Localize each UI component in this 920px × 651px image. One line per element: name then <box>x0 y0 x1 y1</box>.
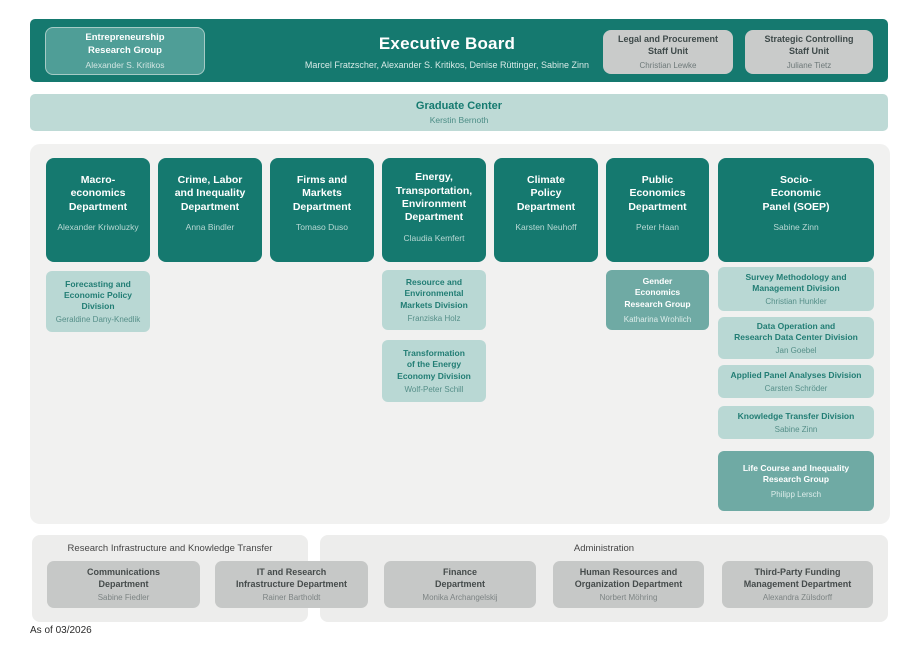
executive-board-title: Executive Board <box>378 34 516 53</box>
box-knowledge-transfer-division: Knowledge Transfer Division Sabine Zinn <box>718 406 874 439</box>
box-lead-name: Alexandra Zülsdorff <box>762 592 833 602</box>
box-socio-economic-panel-soep: Socio- Economic Panel (SOEP) Sabine Zinn <box>718 158 874 262</box>
box-lead-name: Norbert Möhring <box>599 592 658 602</box>
box-lead-name: Anna Bindler <box>185 222 235 233</box>
box-title: Applied Panel Analyses Division <box>730 369 862 380</box>
box-title: Finance Department <box>434 567 485 589</box>
box-title: Energy, Transportation, Environment Depa… <box>395 171 473 224</box>
box-title: Socio- Economic Panel (SOEP) <box>762 173 830 213</box>
box-lead-name: Philipp Lersch <box>770 490 822 500</box>
box-title: Life Course and Inequality Research Grou… <box>742 462 850 484</box>
box-lead-name: Jan Goebel <box>775 346 817 356</box>
box-title: Gender Economics Research Group <box>624 276 691 309</box>
box-transformation-energy-economy-division: Transformation of the Energy Economy Div… <box>382 340 486 402</box>
box-title: Knowledge Transfer Division <box>737 410 855 421</box>
box-life-course-inequality-research-group: Life Course and Inequality Research Grou… <box>718 451 874 511</box>
box-lead-name: Rainer Bartholdt <box>262 592 321 602</box>
box-lead-name: Karsten Neuhoff <box>515 222 577 233</box>
box-lead-name: Monika Archangelskij <box>422 592 498 602</box>
box-applied-panel-analyses-division: Applied Panel Analyses Division Carsten … <box>718 365 874 398</box>
box-forecasting-economic-policy-division: Forecasting and Economic Policy Division… <box>46 271 150 332</box>
box-lead-name: Franziska Holz <box>407 313 461 323</box>
box-lead-name: Wolf-Peter Schill <box>404 384 464 394</box>
box-entrepreneurship-research-group: Entrepreneurship Research Group Alexande… <box>45 27 205 75</box>
box-lead-name: Alexander S. Kritikos <box>85 59 165 70</box>
box-title: Communications Department <box>86 567 160 589</box>
box-data-operation-research-data-center-division: Data Operation and Research Data Center … <box>718 317 874 359</box>
box-lead-name: Geraldine Dany-Knedlik <box>55 315 141 325</box>
box-title: Data Operation and Research Data Center … <box>734 320 858 342</box>
box-lead-name: Tomaso Duso <box>296 222 348 233</box>
administration-header: Administration <box>573 543 635 554</box>
box-title: Macro- economics Department <box>68 173 128 213</box>
box-title: Legal and Procurement Staff Unit <box>617 34 719 56</box>
box-third-party-funding-management-department: Third-Party Funding Management Departmen… <box>722 561 873 608</box>
box-energy-transportation-environment-department: Energy, Transportation, Environment Depa… <box>382 158 486 262</box>
box-lead-name: Kerstin Bernoth <box>429 115 489 125</box>
box-title: Forecasting and Economic Policy Division <box>63 278 133 312</box>
box-title: Crime, Labor and Inequality Department <box>174 173 246 213</box>
box-title: Strategic Controlling Staff Unit <box>764 34 854 56</box>
box-resource-environmental-markets-division: Resource and Environmental Markets Divis… <box>382 270 486 330</box>
box-title: Firms and Markets Department <box>292 173 352 213</box>
box-graduate-center: Graduate Center Kerstin Bernoth <box>30 94 888 131</box>
box-title: Resource and Environmental Markets Divis… <box>400 277 468 310</box>
box-macroeconomics-department: Macro- economics Department Alexander Kr… <box>46 158 150 262</box>
box-lead-name: Peter Haan <box>636 222 679 233</box>
box-lead-name: Sabine Fiedler <box>97 592 150 602</box>
box-communications-department: Communications Department Sabine Fiedler <box>47 561 200 608</box>
box-title: Entrepreneurship Research Group <box>85 32 165 56</box>
box-survey-methodology-management-division: Survey Methodology and Management Divisi… <box>718 267 874 311</box>
executive-board-members: Marcel Fratzscher, Alexander S. Kritikos… <box>304 60 590 70</box>
box-lead-name: Christian Lewke <box>639 60 697 70</box>
box-lead-name: Sabine Zinn <box>773 222 819 233</box>
executive-board: Executive Board Marcel Fratzscher, Alexa… <box>247 30 647 74</box>
as-of-date: As of 03/2026 <box>30 625 92 636</box>
box-legal-procurement-staff-unit: Legal and Procurement Staff Unit Christi… <box>603 30 733 74</box>
research-infrastructure-header: Research Infrastructure and Knowledge Tr… <box>67 543 273 554</box>
box-climate-policy-department: Climate Policy Department Karsten Neuhof… <box>494 158 598 262</box>
box-title: IT and Research Infrastructure Departmen… <box>235 567 348 589</box>
box-human-resources-organization-department: Human Resources and Organization Departm… <box>553 561 704 608</box>
box-lead-name: Claudia Kemfert <box>403 232 465 243</box>
box-title: Graduate Center <box>415 100 503 112</box>
box-public-economics-department: Public Economics Department Peter Haan <box>606 158 709 262</box>
box-lead-name: Juliane Tietz <box>786 60 832 70</box>
box-crime-labor-inequality-department: Crime, Labor and Inequality Department A… <box>158 158 262 262</box>
box-lead-name: Sabine Zinn <box>774 425 818 435</box>
box-lead-name: Katharina Wrohlich <box>623 314 692 324</box>
box-title: Transformation of the Energy Economy Div… <box>397 348 471 381</box>
box-title: Survey Methodology and Management Divisi… <box>745 271 847 293</box>
box-lead-name: Christian Hunkler <box>765 297 827 307</box>
box-gender-economics-research-group: Gender Economics Research Group Katharin… <box>606 270 709 330</box>
box-strategic-controlling-staff-unit: Strategic Controlling Staff Unit Juliane… <box>745 30 873 74</box>
box-it-research-infrastructure-department: IT and Research Infrastructure Departmen… <box>215 561 368 608</box>
box-firms-markets-department: Firms and Markets Department Tomaso Duso <box>270 158 374 262</box>
box-title: Public Economics Department <box>628 173 687 213</box>
box-lead-name: Carsten Schröder <box>764 384 828 394</box>
box-lead-name: Alexander Kriwoluzky <box>57 222 139 233</box>
box-title: Climate Policy Department <box>516 173 576 213</box>
box-title: Third-Party Funding Management Departmen… <box>743 567 852 589</box>
box-title: Human Resources and Organization Departm… <box>574 567 683 589</box>
box-finance-department: Finance Department Monika Archangelskij <box>384 561 536 608</box>
